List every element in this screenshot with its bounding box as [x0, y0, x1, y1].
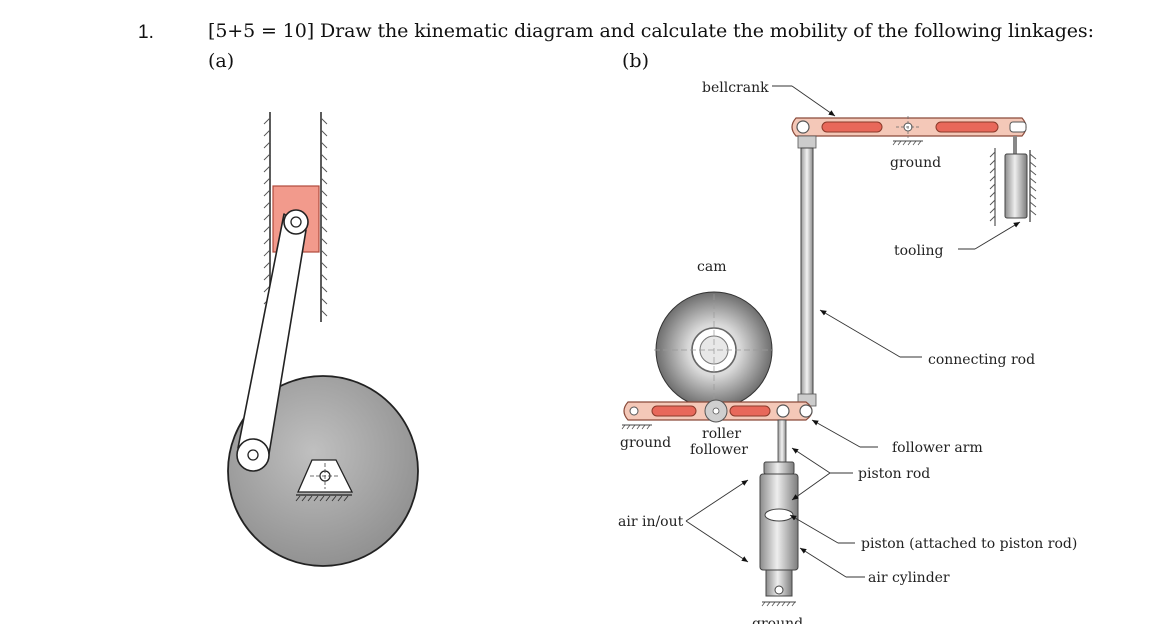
- tooling-cylinder: [989, 136, 1037, 226]
- label-tooling: tooling: [894, 243, 943, 259]
- label-air-in-out: air in/out: [618, 514, 684, 530]
- label-roller: roller: [702, 426, 741, 442]
- label-ground-left: ground: [620, 435, 671, 451]
- label-piston: piston (attached to piston rod): [861, 536, 1077, 552]
- label-bellcrank: bellcrank: [702, 80, 769, 96]
- question-text: [5+5 = 10] Draw the kinematic diagram an…: [208, 20, 1094, 42]
- piston-rod: [777, 419, 787, 469]
- ground-mark-left: [621, 424, 652, 430]
- follower-arm: [623, 399, 813, 423]
- ground-mark-top: [892, 140, 923, 146]
- label-air-cylinder: air cylinder: [868, 570, 950, 586]
- figure-b: bellcrank ground tooling cam connecting …: [618, 80, 1077, 624]
- pin-joint-top: [290, 216, 302, 228]
- question-number: 1.: [138, 22, 154, 43]
- connecting-rod-b: [797, 135, 817, 407]
- label-connecting-rod: connecting rod: [928, 352, 1035, 368]
- ground-mark-bottom: [761, 601, 796, 607]
- bellcrank-link: [791, 116, 1027, 138]
- cam-disk: [654, 291, 773, 410]
- label-follower-arm: follower arm: [892, 440, 983, 456]
- ground-pivot-a: [295, 459, 354, 502]
- part-a-label: (a): [208, 50, 235, 72]
- label-cam: cam: [697, 259, 726, 275]
- label-follower: follower: [690, 442, 748, 458]
- label-ground-top: ground: [890, 155, 941, 171]
- label-ground-bottom: ground: [752, 616, 803, 624]
- figure-a: [227, 112, 419, 567]
- air-cylinder: [759, 461, 799, 597]
- label-piston-rod: piston rod: [858, 466, 930, 482]
- pin-joint-bottom: [247, 449, 259, 461]
- slider-guide-right: [320, 112, 328, 322]
- part-b-label: (b): [622, 50, 649, 72]
- leader-lines: [685, 85, 1021, 578]
